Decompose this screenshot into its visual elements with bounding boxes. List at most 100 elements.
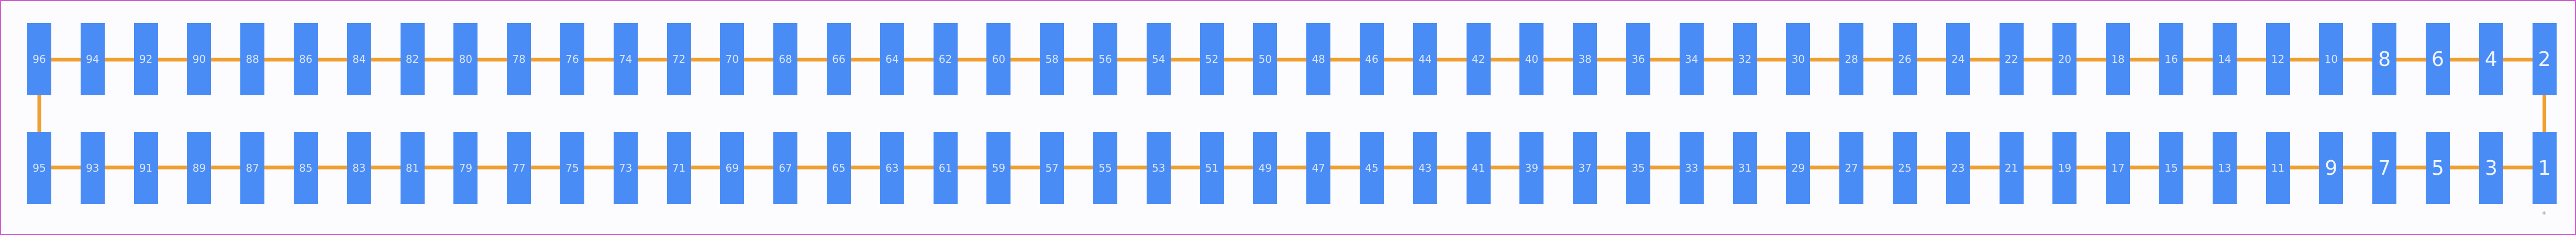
pad-75: 75 bbox=[560, 132, 584, 204]
pad-label: 43 bbox=[1418, 162, 1433, 174]
pad-label: 93 bbox=[85, 162, 100, 174]
pad-label: 82 bbox=[405, 53, 420, 65]
pad-label: 62 bbox=[938, 53, 953, 65]
pad-73: 73 bbox=[613, 132, 638, 204]
pad-32: 32 bbox=[1733, 23, 1757, 95]
pad-label: 1 bbox=[2537, 156, 2551, 180]
pad-93: 93 bbox=[80, 132, 105, 204]
pad-label: 50 bbox=[1258, 53, 1273, 65]
pad-label: 19 bbox=[2057, 162, 2072, 174]
pad-label: 58 bbox=[1045, 53, 1059, 65]
pad-38: 38 bbox=[1573, 23, 1597, 95]
pad-label: 61 bbox=[938, 162, 953, 174]
pad-21: 21 bbox=[1999, 132, 2024, 204]
pad-30: 30 bbox=[1786, 23, 1811, 95]
pad-6: 6 bbox=[2426, 23, 2450, 95]
pad-52: 52 bbox=[1200, 23, 1224, 95]
pad-label: 84 bbox=[352, 53, 367, 65]
pad-35: 35 bbox=[1626, 132, 1650, 204]
pad-label: 37 bbox=[1578, 162, 1592, 174]
pad-label: 30 bbox=[1791, 53, 1806, 65]
pad-77: 77 bbox=[507, 132, 531, 204]
pad-49: 49 bbox=[1253, 132, 1278, 204]
pad-label: 96 bbox=[32, 53, 47, 65]
pad-24: 24 bbox=[1946, 23, 1970, 95]
pad-label: 69 bbox=[725, 162, 740, 174]
pad-31: 31 bbox=[1733, 132, 1757, 204]
pad-4: 4 bbox=[2479, 23, 2503, 95]
pad-label: 4 bbox=[2484, 48, 2498, 71]
pad-label: 67 bbox=[778, 162, 793, 174]
pad-60: 60 bbox=[986, 23, 1011, 95]
pad-1: 1 bbox=[2532, 132, 2557, 204]
pad-47: 47 bbox=[1306, 132, 1331, 204]
pad-76: 76 bbox=[560, 23, 584, 95]
pad-label: 24 bbox=[1951, 53, 1966, 65]
pad-15: 15 bbox=[2159, 132, 2183, 204]
pad-label: 66 bbox=[831, 53, 846, 65]
pad-65: 65 bbox=[827, 132, 851, 204]
pad-label: 33 bbox=[1684, 162, 1699, 174]
pad-63: 63 bbox=[880, 132, 904, 204]
pad-label: 10 bbox=[2324, 53, 2339, 65]
pad-label: 56 bbox=[1098, 53, 1113, 65]
pad-label: 18 bbox=[2111, 53, 2125, 65]
pad-56: 56 bbox=[1093, 23, 1117, 95]
pad-51: 51 bbox=[1200, 132, 1224, 204]
pad-label: 6 bbox=[2430, 48, 2445, 71]
pad-label: 88 bbox=[245, 53, 260, 65]
pad-62: 62 bbox=[933, 23, 958, 95]
pad-label: 25 bbox=[1897, 162, 1912, 174]
pad-label: 87 bbox=[245, 162, 260, 174]
pad-5: 5 bbox=[2426, 132, 2450, 204]
pad-50: 50 bbox=[1253, 23, 1278, 95]
pad-label: 89 bbox=[192, 162, 207, 174]
pad-12: 12 bbox=[2266, 23, 2290, 95]
pad-87: 87 bbox=[240, 132, 265, 204]
pad-label: 54 bbox=[1151, 53, 1166, 65]
pad-label: 36 bbox=[1631, 53, 1646, 65]
pad-58: 58 bbox=[1040, 23, 1064, 95]
pad-91: 91 bbox=[134, 132, 158, 204]
pad-label: 68 bbox=[778, 53, 793, 65]
pad-61: 61 bbox=[933, 132, 958, 204]
pad-95: 95 bbox=[27, 132, 51, 204]
pad-43: 43 bbox=[1413, 132, 1437, 204]
pad-label: 34 bbox=[1684, 53, 1699, 65]
pad-53: 53 bbox=[1146, 132, 1171, 204]
pad-label: 78 bbox=[512, 53, 526, 65]
pad-86: 86 bbox=[294, 23, 318, 95]
pad-14: 14 bbox=[2212, 23, 2237, 95]
pad-label: 5 bbox=[2430, 156, 2445, 180]
pad-label: 91 bbox=[138, 162, 153, 174]
pad-label: 41 bbox=[1471, 162, 1486, 174]
pad-label: 13 bbox=[2217, 162, 2232, 174]
pad-label: 35 bbox=[1631, 162, 1646, 174]
pad-label: 79 bbox=[458, 162, 473, 174]
pad-72: 72 bbox=[667, 23, 691, 95]
pad-37: 37 bbox=[1573, 132, 1597, 204]
pad-28: 28 bbox=[1839, 23, 1864, 95]
pad-label: 81 bbox=[405, 162, 420, 174]
pad-41: 41 bbox=[1466, 132, 1491, 204]
pad-label: 2 bbox=[2537, 48, 2551, 71]
pad-59: 59 bbox=[986, 132, 1011, 204]
pad-45: 45 bbox=[1360, 132, 1384, 204]
pad-label: 72 bbox=[671, 53, 686, 65]
pad-label: 75 bbox=[565, 162, 580, 174]
pad-89: 89 bbox=[187, 132, 212, 204]
pad-29: 29 bbox=[1786, 132, 1811, 204]
pad-label: 17 bbox=[2111, 162, 2125, 174]
pad-39: 39 bbox=[1519, 132, 1544, 204]
pad-label: 74 bbox=[618, 53, 633, 65]
pad-label: 71 bbox=[671, 162, 686, 174]
pad-label: 90 bbox=[192, 53, 207, 65]
pad-label: 23 bbox=[1951, 162, 1966, 174]
pad-33: 33 bbox=[1679, 132, 1704, 204]
pad-label: 49 bbox=[1258, 162, 1273, 174]
pad-label: 40 bbox=[1524, 53, 1539, 65]
pad-54: 54 bbox=[1146, 23, 1171, 95]
pad-8: 8 bbox=[2372, 23, 2397, 95]
